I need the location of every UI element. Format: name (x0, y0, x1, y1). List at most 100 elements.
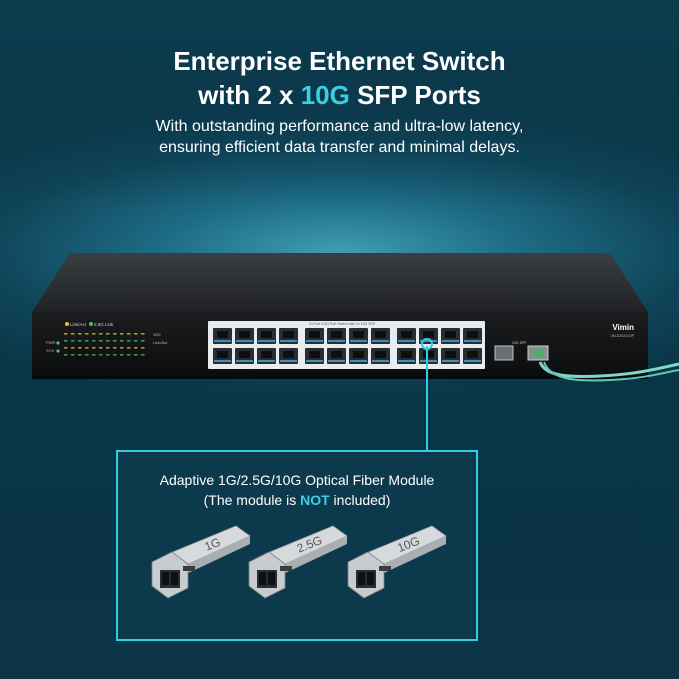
fiber-module-callout: Adaptive 1G/2.5G/10G Optical Fiber Modul… (116, 450, 478, 641)
status-led (120, 347, 124, 349)
sys-led (56, 349, 60, 353)
pwr-led (56, 341, 60, 345)
switch-top-surface (32, 253, 648, 312)
rj45-port (371, 348, 390, 364)
legend-25g-link: 2.5G Link (94, 322, 114, 327)
status-led (127, 347, 131, 349)
status-led (99, 347, 103, 349)
headline-line-2-end: SFP Ports (349, 80, 481, 110)
status-led (64, 347, 68, 349)
status-led (134, 340, 138, 342)
headline-line-2-start: with 2 x (198, 80, 301, 110)
callout-text: Adaptive 1G/2.5G/10G Optical Fiber Modul… (118, 470, 476, 510)
status-led (141, 340, 145, 342)
subheadline-line-1: With outstanding performance and ultra-l… (155, 118, 524, 135)
status-led-grid (56, 333, 145, 356)
label-10g: 10G (153, 332, 161, 337)
status-led (127, 354, 131, 356)
status-led (71, 354, 75, 356)
callout-line-2-start: (The module is (203, 492, 301, 508)
status-led (120, 354, 124, 356)
status-led (71, 347, 75, 349)
status-led (127, 333, 131, 335)
status-led (64, 333, 68, 335)
model-number: VM-S2024G2P (610, 334, 634, 338)
headline-line-2: with 2 x 10G SFP Ports (0, 78, 679, 112)
status-led (113, 333, 117, 335)
rj45-port (349, 328, 368, 344)
label-10g-link: Link/Act (153, 340, 168, 345)
rj45-port (397, 328, 416, 344)
rj45-port (371, 328, 390, 344)
rj45-port (419, 348, 438, 364)
status-led (141, 333, 145, 335)
sfp-port-1 (494, 345, 514, 361)
status-led (78, 347, 82, 349)
status-led (113, 347, 117, 349)
status-led (134, 354, 138, 356)
sfp-module: 2.5G (248, 525, 348, 599)
status-led (106, 354, 110, 356)
rj45-port (397, 348, 416, 364)
status-led (134, 333, 138, 335)
rj45-port (257, 348, 276, 364)
status-led (85, 340, 89, 342)
callout-line-1: Adaptive 1G/2.5G/10G Optical Fiber Modul… (159, 472, 435, 488)
headline: Enterprise Ethernet Switch with 2 x 10G … (0, 44, 679, 112)
callout-line-2: (The module is NOT included) (118, 490, 476, 510)
sfp-module: 1G (151, 525, 251, 599)
status-led (71, 333, 75, 335)
rj45-port (327, 348, 346, 364)
status-led (78, 354, 82, 356)
rj45-port (441, 348, 460, 364)
status-led (78, 333, 82, 335)
rj45-port (305, 348, 324, 364)
status-led (64, 340, 68, 342)
rj45-port (327, 328, 346, 344)
label-pwr: PWR (46, 340, 55, 345)
status-led (120, 340, 124, 342)
legend-link-act: Link/Act (70, 322, 87, 327)
rj45-port (305, 328, 324, 344)
status-led (92, 340, 96, 342)
status-led (85, 354, 89, 356)
status-led (113, 354, 117, 356)
status-led (71, 340, 75, 342)
fiber-cable (538, 361, 679, 378)
sfp-label: 10G SFP (512, 341, 527, 345)
rj45-port (463, 328, 482, 344)
status-led (85, 347, 89, 349)
status-led (106, 340, 110, 342)
status-led (85, 333, 89, 335)
status-led (99, 333, 103, 335)
rj45-port (463, 348, 482, 364)
status-led (99, 354, 103, 356)
sfp-module-label: 1G (202, 535, 222, 554)
headline-line-1: Enterprise Ethernet Switch (173, 46, 506, 76)
label-sys: SYS (46, 348, 54, 353)
status-led (141, 347, 145, 349)
status-led (106, 333, 110, 335)
status-led (92, 333, 96, 335)
sfp-module: 10G (347, 525, 447, 599)
brand-logo: Vimin (612, 323, 634, 332)
subheadline: With outstanding performance and ultra-l… (0, 116, 679, 158)
status-led (92, 347, 96, 349)
callout-line-2-end: included) (329, 492, 391, 508)
headline-accent: 10G (300, 80, 350, 110)
status-led (113, 340, 117, 342)
rj45-port (257, 328, 276, 344)
rj45-port (235, 348, 254, 364)
rj45-port (279, 348, 298, 364)
rj45-port (279, 328, 298, 344)
status-led (99, 340, 103, 342)
subheadline-line-2: ensuring efficient data transfer and min… (159, 139, 520, 156)
callout-not: NOT (300, 492, 330, 508)
rj45-port (213, 328, 232, 344)
led-panel: Link/Act 2.5G Link PWR SYS 10G Link/Act (46, 322, 168, 356)
port-block-label: 24-Port 2.5G PoE Switch with 2x 10G SFP (309, 322, 376, 326)
rj45-port (349, 348, 368, 364)
